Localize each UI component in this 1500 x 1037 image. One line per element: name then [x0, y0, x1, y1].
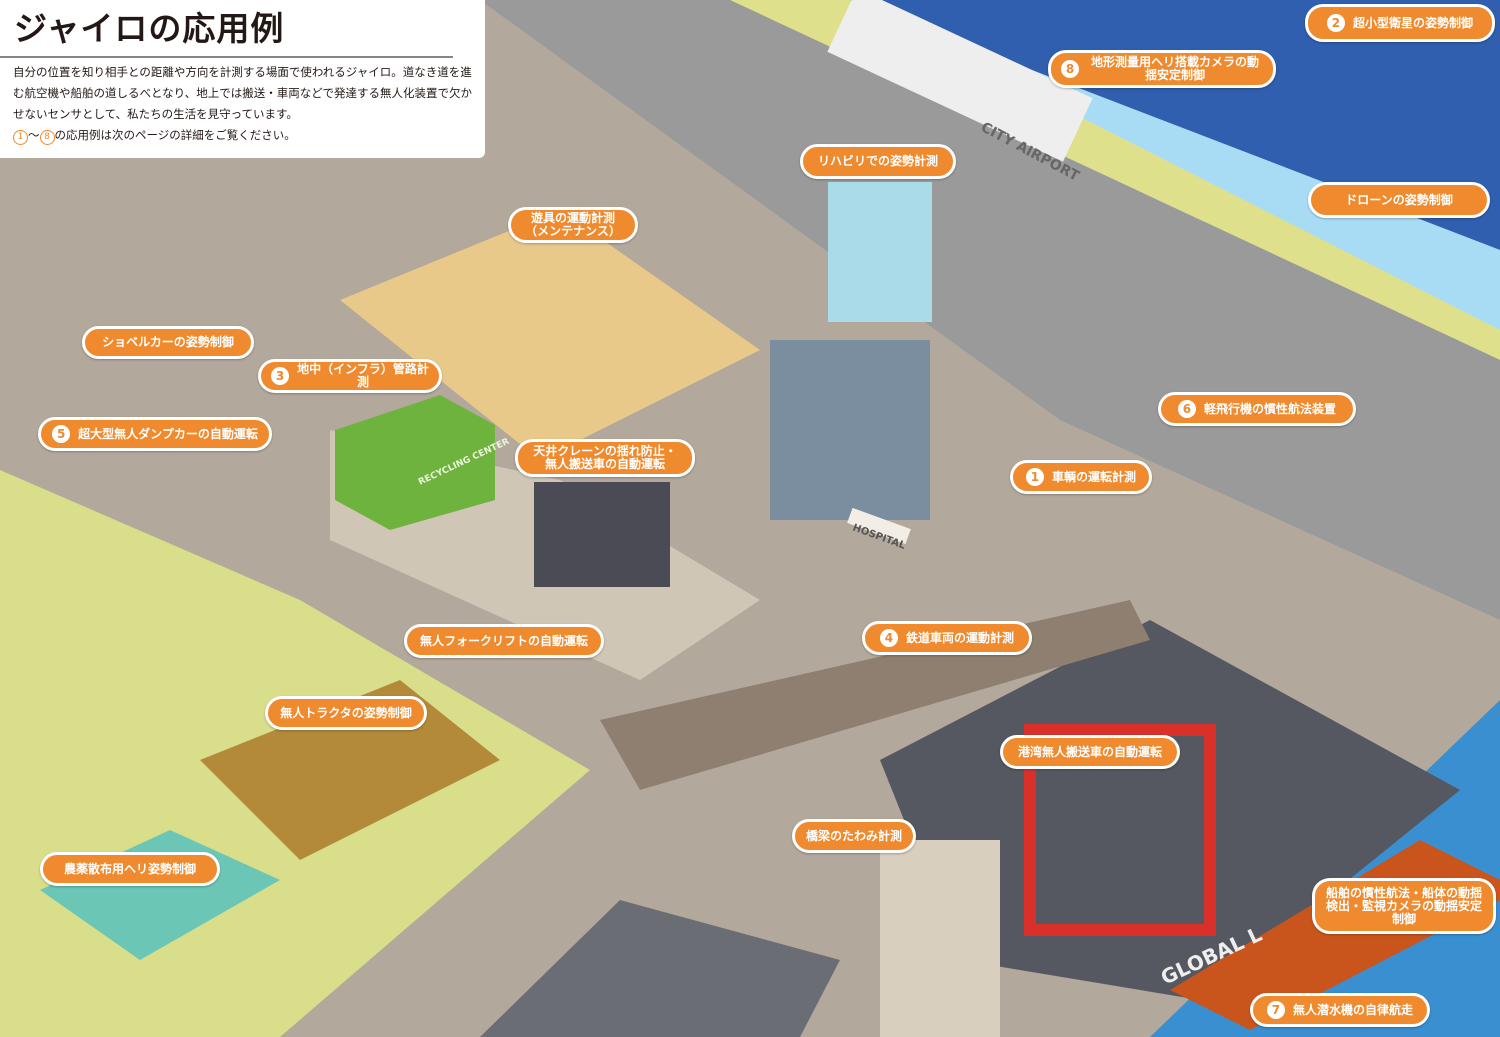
hospital-sign-board [847, 507, 911, 545]
intro-text: 自分の位置を知り相手との距離や方向を計測する場面で使われるジャイロ。道なき道を進… [13, 65, 472, 121]
label-text: ショベルカーの姿勢制御 [102, 335, 234, 349]
port-container-area [480, 900, 840, 1037]
label-text: 港湾無人搬送車の自動運転 [1017, 744, 1162, 759]
label-text: 超大型無人ダンプカーの自動運転 [78, 426, 258, 441]
application-label: ショベルカーの姿勢制御 [82, 326, 254, 359]
label-text: 軽飛行機の慣性航法装置 [1203, 401, 1336, 416]
application-label: 無人フォークリフトの自動運転 [404, 624, 604, 658]
application-label: リハビリでの姿勢計測 [800, 144, 956, 179]
application-label: 農薬散布用ヘリ姿勢制御 [40, 852, 220, 886]
reference-text: の応用例は次のページの詳細をご覧ください。 [54, 128, 296, 142]
bridge-tower [880, 840, 1000, 1037]
airport-terminal [827, 0, 1093, 162]
label-number: 5 [52, 425, 71, 443]
rehab-bubble [828, 182, 932, 322]
label-text: 天井クレーンの揺れ防止・無人搬送車の自動運転 [533, 444, 677, 471]
amusement-park [340, 210, 760, 460]
label-text: 鉄道車両の運動計測 [905, 630, 1014, 645]
application-label: 遊具の運動計測（メンテナンス） [508, 207, 638, 243]
number-badge: 1 [13, 130, 28, 145]
label-text: 地中（インフラ）管路計測 [297, 362, 429, 389]
label-text: 車輌の運転計測 [1051, 469, 1136, 484]
range-separator: 〜 [28, 128, 40, 142]
label-text: 橋梁のたわみ計測 [805, 828, 902, 843]
application-label: 8 地形測量用ヘリ搭載カメラの動揺安定制御 [1048, 50, 1276, 88]
farm-field [200, 680, 500, 860]
crane-red [1024, 724, 1216, 936]
recycling-center-building [335, 395, 495, 530]
label-text: 農薬散布用ヘリ姿勢制御 [63, 861, 196, 876]
crane-bubble [534, 482, 670, 587]
application-label: ドローンの姿勢制御 [1308, 182, 1490, 218]
label-number: 1 [1025, 468, 1044, 486]
label-text: 無人トラクタの姿勢制御 [280, 705, 412, 720]
application-label: 港湾無人搬送車の自動運転 [1000, 735, 1180, 769]
application-label: 天井クレーンの揺れ防止・無人搬送車の自動運転 [515, 439, 695, 477]
label-number: 3 [271, 367, 289, 385]
intro-panel: ジャイロの応用例 自分の位置を知り相手との距離や方向を計測する場面で使われるジャ… [0, 0, 485, 158]
label-text: 無人フォークリフトの自動運転 [419, 633, 588, 648]
application-label: 5 超大型無人ダンプカーの自動運転 [38, 417, 272, 451]
label-number: 4 [879, 629, 898, 647]
application-label: 6 軽飛行機の慣性航法装置 [1158, 392, 1356, 426]
label-number: 6 [1177, 400, 1196, 418]
runway [480, 0, 1500, 620]
label-number: 2 [1326, 14, 1345, 32]
number-badge: 8 [39, 130, 55, 145]
application-label: 無人トラクタの姿勢制御 [265, 696, 427, 730]
label-text: 遊具の運動計測（メンテナンス） [525, 211, 621, 238]
title-divider [0, 56, 453, 58]
label-text: 船舶の慣性航法・船体の動揺検出・監視カメラの動揺安定制御 [1325, 885, 1482, 926]
label-text: ドローンの姿勢制御 [1345, 192, 1453, 207]
label-text: リハビリでの姿勢計測 [817, 154, 938, 168]
application-label: 4 鉄道車両の運動計測 [862, 621, 1032, 655]
label-text: 無人潜水機の自律航走 [1292, 1002, 1413, 1017]
label-number: 8 [1061, 60, 1079, 78]
label-text: 超小型衛星の姿勢制御 [1352, 15, 1473, 30]
application-label: 7 無人潜水機の自律航走 [1250, 993, 1430, 1027]
application-label: 船舶の慣性航法・船体の動揺検出・監視カメラの動揺安定制御 [1312, 878, 1496, 934]
application-label: 3 地中（インフラ）管路計測 [258, 359, 442, 393]
hospital-building [770, 340, 930, 520]
label-text: 地形測量用ヘリ搭載カメラの動揺安定制御 [1090, 55, 1259, 82]
application-label: 2 超小型衛星の姿勢制御 [1305, 4, 1495, 42]
application-label: 橋梁のたわみ計測 [792, 819, 916, 853]
page-title: ジャイロの応用例 [14, 9, 285, 48]
label-number: 7 [1266, 1001, 1285, 1019]
application-label: 1 車輌の運転計測 [1010, 460, 1152, 494]
